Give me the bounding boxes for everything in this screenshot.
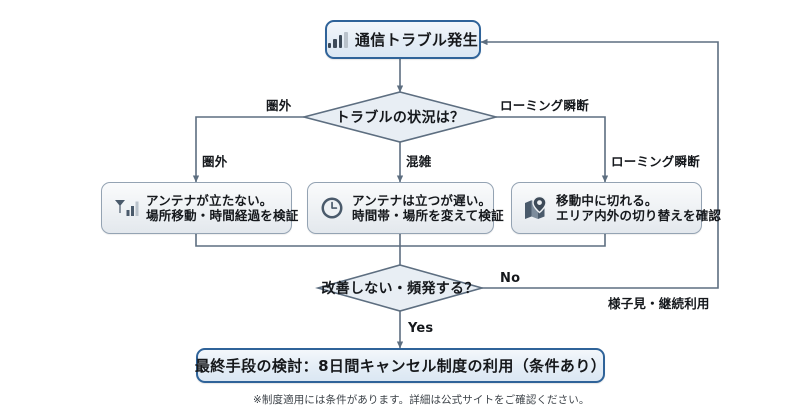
action-box-2[interactable]: アンテナは立つが遅い。 時間帯・場所を変えて検証 (307, 182, 504, 234)
antenna-signal-icon (111, 192, 141, 224)
action-box-3[interactable]: 移動中に切れる。 エリア内外の切り替えを確認 (511, 182, 721, 234)
signal-bars-icon (327, 31, 348, 48)
action-box-2-line1: アンテナは立つが遅い。 (352, 192, 492, 208)
edge-label-middle: 混雑 (406, 154, 432, 169)
decision1-shape (300, 91, 500, 143)
decision2-node[interactable]: 改善しない・頻発する？ (318, 265, 482, 311)
action-box-1[interactable]: アンテナが立たない。 場所移動・時間経過を検証 (101, 182, 298, 234)
action-box-2-line2: 時間帯・場所を変えて検証 (352, 208, 504, 223)
wire-decision1-right (496, 116, 609, 183)
start-node-label: 通信トラブル発生 (354, 31, 479, 49)
clock-icon (317, 192, 347, 224)
decision2-label: 改善しない・頻発する？ (321, 281, 479, 297)
wire-no-loopback (480, 38, 719, 289)
edge-label-left-bottom: 圏外 (202, 154, 228, 169)
decision2-shape (315, 264, 485, 312)
edge-label-right-top: ローミング瞬断 (500, 98, 589, 113)
map-pin-icon (521, 192, 551, 224)
edge-label-no-outcome: 様子見・継続利用 (608, 296, 710, 311)
edge-label-yes: Yes (408, 321, 434, 336)
decision1-label: トラブルの状況は？ (335, 110, 465, 126)
final-node[interactable]: 最終手段の検討：8日間キャンセル制度の利用（条件あり） (194, 348, 607, 383)
edge-label-right-bottom: ローミング瞬断 (611, 154, 700, 169)
edge-label-left-top: 圏外 (266, 98, 292, 113)
action-box-1-line1: アンテナが立たない。 (146, 192, 273, 208)
wire-decision1-left (192, 116, 304, 183)
action-box-2-text: アンテナは立つが遅い。 時間帯・場所を変えて検証 (352, 193, 504, 224)
decision1-node[interactable]: トラブルの状況は？ (304, 92, 496, 142)
action-box-1-text: アンテナが立たない。 場所移動・時間経過を検証 (146, 193, 298, 224)
action-box-1-line2: 場所移動・時間経過を検証 (146, 208, 299, 223)
action-box-3-line1: 移動中に切れる。 (556, 192, 658, 208)
final-node-label: 最終手段の検討：8日間キャンセル制度の利用（条件あり） (194, 357, 607, 375)
action-box-3-text: 移動中に切れる。 エリア内外の切り替えを確認 (556, 193, 721, 224)
footnote: ※制度適用には条件があります。詳細は公式サイトをご確認ください。 (253, 394, 590, 406)
edge-label-no: No (500, 271, 521, 286)
action-box-3-line2: エリア内外の切り替えを確認 (556, 208, 722, 223)
start-node[interactable]: 通信トラブル発生 (325, 20, 481, 59)
